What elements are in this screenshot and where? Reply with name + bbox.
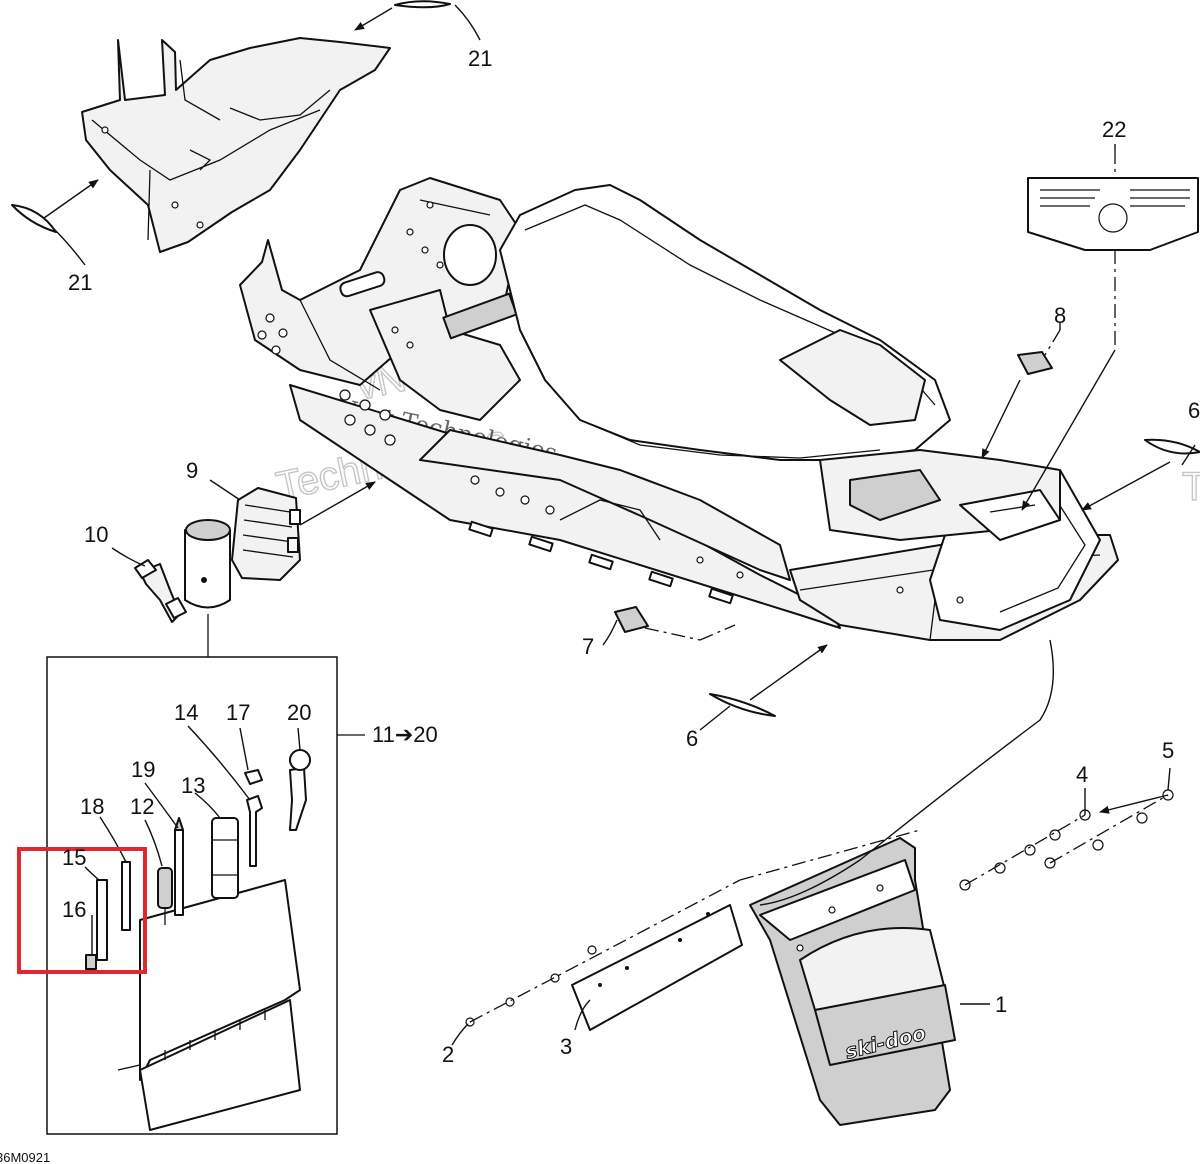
callout-8: 8 [1054,303,1066,328]
duct-9 [231,481,376,581]
tunnel-slots [468,520,734,605]
watermark-edge: T [1182,465,1200,509]
callout-18: 18 [80,794,104,819]
highlight-box [17,847,147,974]
callout-21-left: 21 [68,270,92,295]
leader-lines [54,4,1196,1046]
strap-10 [134,559,187,623]
chassis-frame [239,177,1119,641]
reflector-21-left [11,179,99,233]
callout-16: 16 [62,897,86,922]
reflector-6-right [1081,438,1200,511]
clip-8 [981,329,1061,459]
callout-19: 19 [131,757,155,782]
tool-kit-box [46,656,365,1135]
callout-6-bottom: 6 [686,726,698,751]
callout-15: 15 [62,845,86,870]
warning-decal [1021,150,1199,511]
reflector-21-top [354,0,451,31]
callout-13: 13 [181,773,205,798]
tool-tube [184,519,231,657]
callout-9: 9 [186,458,198,483]
callout-3: 3 [560,1034,572,1059]
license-plate-3 [571,904,743,1031]
callout-14: 14 [174,700,198,725]
callout-labels: 21 21 22 8 6 9 10 7 6 11➔20 14 17 20 19 … [62,46,1200,1067]
callout-5: 5 [1162,738,1174,763]
clip-7 [614,606,736,641]
callout-20: 20 [287,700,311,725]
callout-12: 12 [130,794,154,819]
drawing-reference: 36M0921 [0,1150,50,1164]
callout-1: 1 [995,992,1007,1017]
callout-6-right: 6 [1188,398,1200,423]
callout-7: 7 [582,634,594,659]
callout-11-20: 11➔20 [372,722,438,747]
callout-17: 17 [226,700,250,725]
callout-22: 22 [1102,117,1126,142]
callout-10: 10 [84,522,108,547]
callout-21-top: 21 [468,46,492,71]
chassis-holes [257,201,964,604]
reflector-6-bottom [709,644,828,717]
callout-2: 2 [442,1042,454,1067]
callout-4: 4 [1076,762,1088,787]
snow-flap: ski-doo [749,837,956,1126]
rear-body-panel [81,37,391,253]
